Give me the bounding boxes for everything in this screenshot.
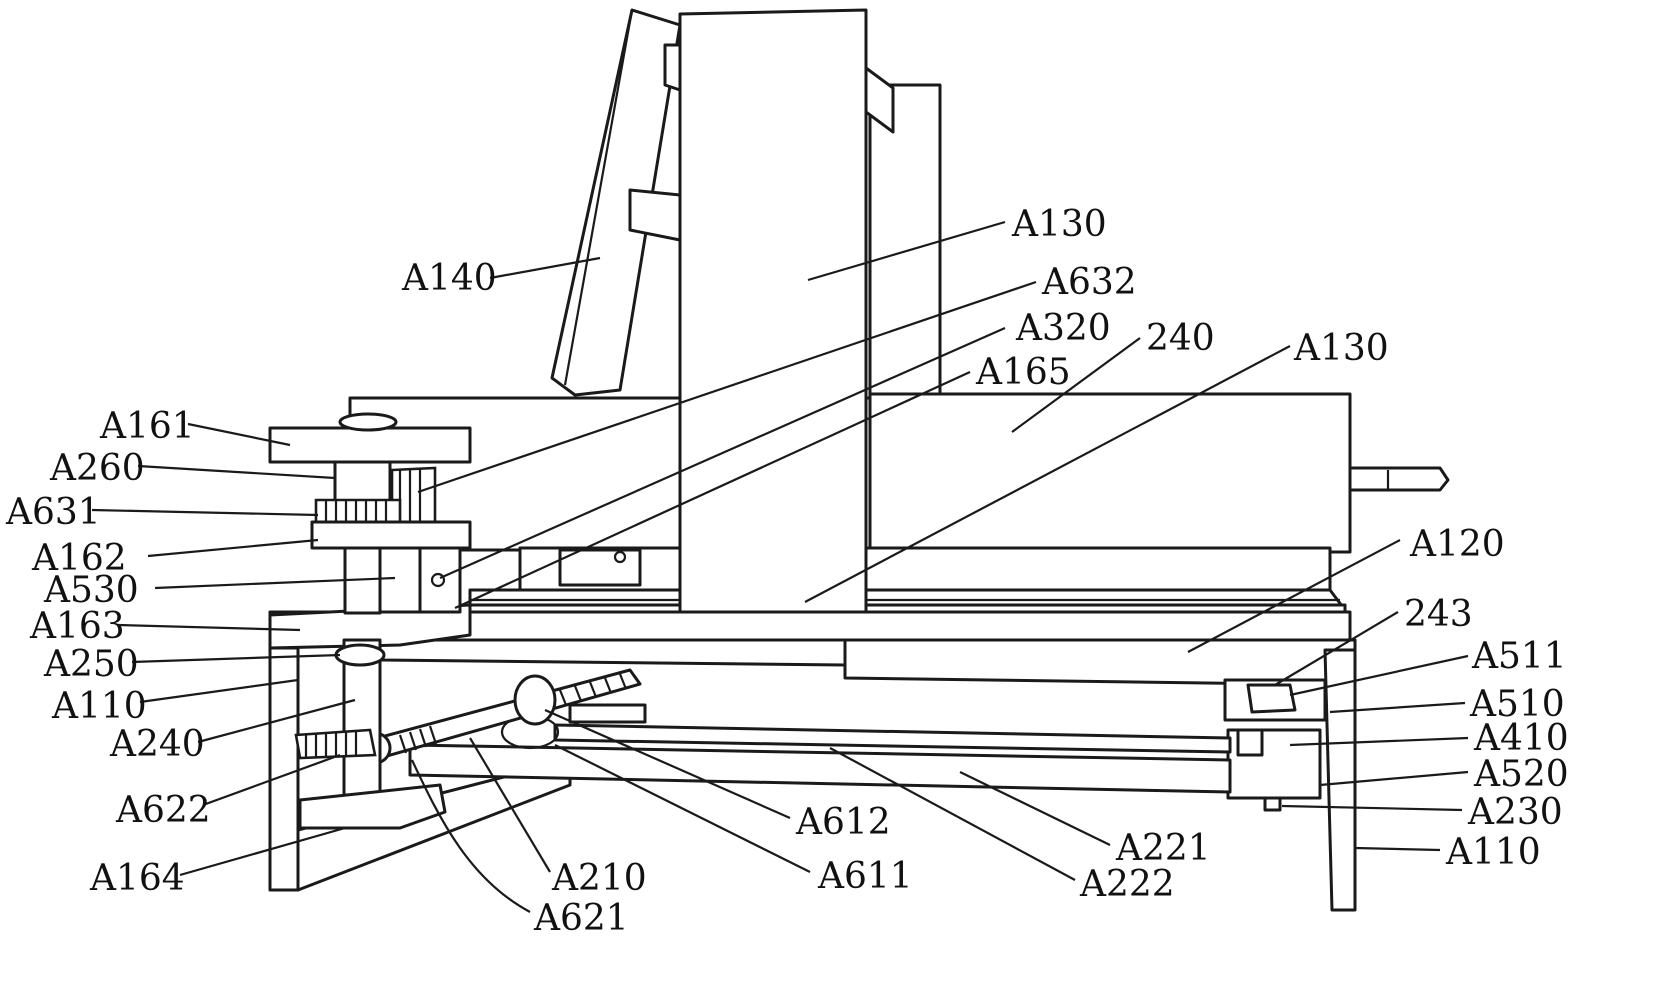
label-A622: A622 — [115, 790, 211, 831]
label-A632: A632 — [1041, 262, 1137, 303]
label-240: 240 — [1146, 318, 1215, 359]
leader-A162 — [148, 540, 318, 556]
label-A611: A611 — [817, 856, 913, 897]
label-A631: A631 — [5, 492, 101, 533]
inclined-panel — [552, 10, 680, 395]
label-A110-left: A110 — [51, 686, 147, 727]
label-A511: A511 — [1471, 636, 1567, 677]
label-A222: A222 — [1079, 864, 1175, 905]
label-A161: A161 — [99, 406, 195, 447]
label-A410: A410 — [1473, 718, 1569, 759]
leader-A110-right — [1355, 848, 1440, 850]
label-A164: A164 — [89, 858, 185, 899]
label-A221: A221 — [1115, 828, 1211, 869]
label-A110-right: A110 — [1445, 832, 1541, 873]
bevel-gear — [296, 730, 375, 758]
vertical-shaft — [336, 640, 384, 795]
label-A320: A320 — [1015, 308, 1111, 349]
leader-A230 — [1282, 806, 1462, 810]
label-A210: A210 — [551, 858, 647, 899]
label-A230: A230 — [1467, 792, 1563, 833]
label-A130-mid: A130 — [1293, 328, 1389, 369]
label-A140: A140 — [401, 258, 497, 299]
label-A612: A612 — [795, 802, 891, 843]
leader-A260 — [138, 466, 335, 478]
label-A163: A163 — [29, 606, 125, 647]
machine-structure — [270, 10, 1448, 910]
label-A120: A120 — [1409, 524, 1505, 565]
leader-A250 — [132, 655, 340, 662]
leader-A631 — [92, 510, 318, 515]
label-A520: A520 — [1473, 754, 1569, 795]
main-column — [680, 10, 866, 640]
right-frame — [1325, 650, 1355, 910]
label-A240: A240 — [109, 724, 205, 765]
label-A165: A165 — [975, 352, 1071, 393]
label-A250: A250 — [43, 644, 139, 685]
rear-frame — [870, 85, 940, 398]
label-A530: A530 — [43, 570, 139, 611]
label-A260: A260 — [49, 448, 145, 489]
table-plate — [350, 394, 1448, 552]
label-A130-top: A130 — [1011, 204, 1107, 245]
label-243: 243 — [1404, 594, 1473, 635]
label-A621: A621 — [533, 898, 629, 939]
